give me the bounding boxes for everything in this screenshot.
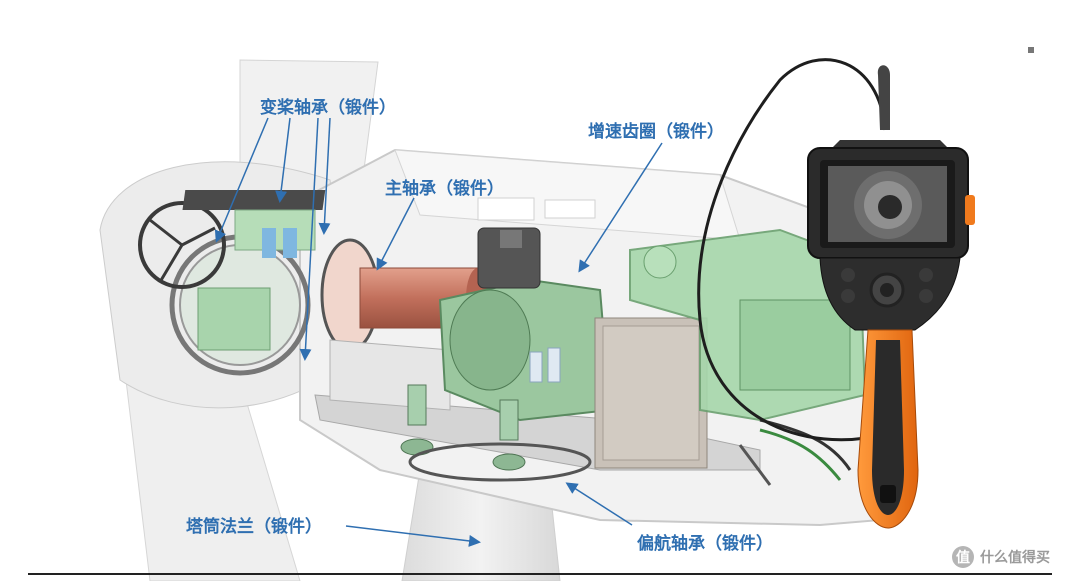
label-tower-flange: 塔筒法兰（锻件） — [186, 517, 322, 537]
endoscope-cable — [697, 58, 901, 442]
smzdm-logo-icon: 值 — [952, 546, 974, 568]
yaw-bearing — [408, 442, 592, 482]
label-yaw-bearing: 偏航轴承（锻件） — [637, 534, 773, 554]
annotation-arrows — [214, 117, 663, 547]
bottom-rule — [28, 573, 1052, 575]
label-gear-ring: 增速齿圈（锻件） — [588, 122, 724, 142]
label-main-bearing: 主轴承（锻件） — [385, 179, 504, 199]
label-pitch-bearing: 变桨轴承（锻件） — [260, 98, 396, 118]
watermark: 值 什么值得买 — [952, 546, 1050, 568]
watermark-text: 什么值得买 — [980, 550, 1050, 566]
endoscope-device — [807, 140, 975, 529]
corner-mark — [1028, 47, 1034, 53]
